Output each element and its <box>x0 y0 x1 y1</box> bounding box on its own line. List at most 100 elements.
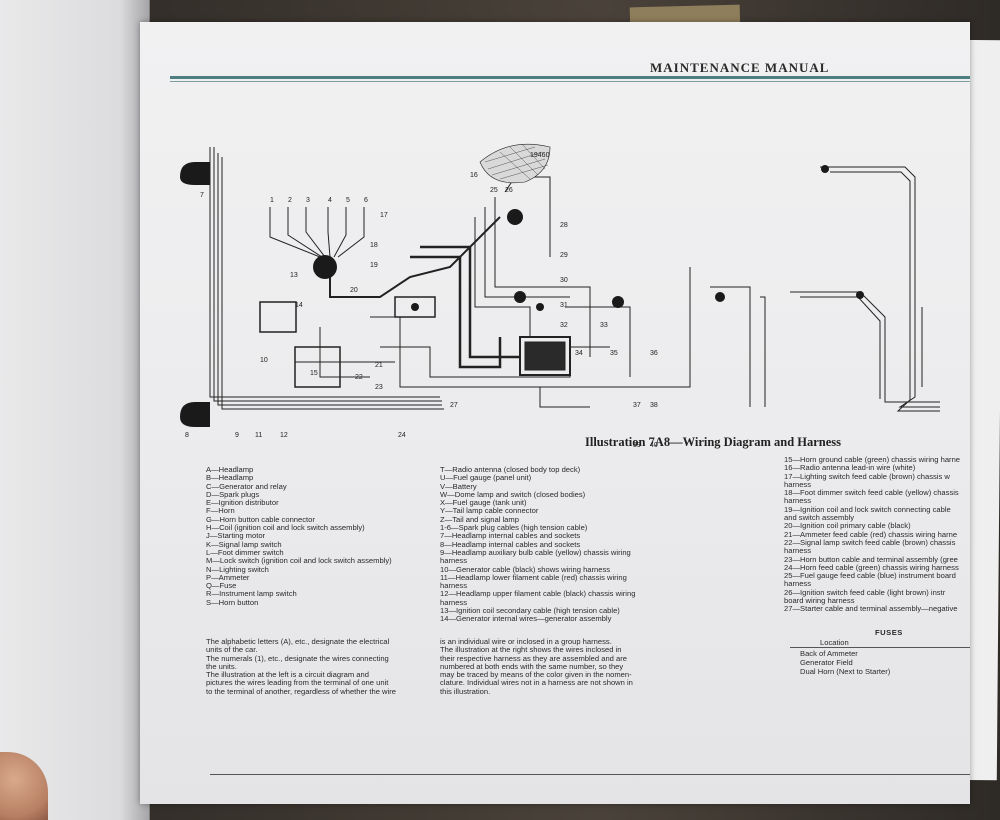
body-line: pictures the wires leading from the term… <box>206 678 389 688</box>
body-line: their respective harness as they are ass… <box>440 653 627 663</box>
legend-item: 24—Horn feed cable (green) chassis wirin… <box>784 562 959 572</box>
legend-item: 16—Radio antenna lead-in wire (white) <box>784 463 916 473</box>
diagram-callout-38: 38 <box>650 402 658 409</box>
legend-item: P—Ammeter <box>206 572 250 582</box>
legend-item: 12—Headlamp upper filament cable (black)… <box>440 589 636 599</box>
explanation-left: The alphabetic letters (A), etc., design… <box>206 637 438 696</box>
diagram-callout-21: 21 <box>375 362 383 369</box>
legend-item: W—Dome lamp and switch (closed bodies) <box>440 489 586 499</box>
diagram-callout-19: 19 <box>370 262 378 269</box>
legend-item: T—Radio antenna (closed body top deck) <box>440 465 581 474</box>
legend-item: M—Lock switch (ignition coil and lock sw… <box>206 556 392 566</box>
legend-item: V—Battery <box>440 481 477 491</box>
body-line: to the terminal of another, regardless o… <box>206 686 396 696</box>
diagram-callout-2: 2 <box>288 197 292 204</box>
diagram-callout-18: 18 <box>370 242 378 249</box>
legend-item: A—Headlamp <box>206 465 254 474</box>
diagram-callout-40: 40 <box>650 442 658 449</box>
legend-item: 20—Ignition coil primary cable (black) <box>784 521 911 531</box>
legend-item: 27—Starter cable and terminal assembly—n… <box>784 604 958 614</box>
body-line: The illustration at the left is a circui… <box>206 670 369 680</box>
header-rule-thin <box>170 81 970 82</box>
diagram-callout-9: 9 <box>235 432 239 439</box>
diagram-callout-20: 20 <box>350 287 358 294</box>
diagram-callout-29: 29 <box>560 252 568 259</box>
legend-item: harness <box>440 597 468 607</box>
legend-item: board wiring harness <box>784 596 855 606</box>
legend-item: harness <box>784 479 812 489</box>
diagram-callout-11: 11 <box>255 432 262 439</box>
diagram-callout-1: 1 <box>270 197 274 204</box>
diagram-callout-10: 10 <box>260 357 268 364</box>
diagram-callout-26: 26 <box>505 187 513 194</box>
legend-item: 22—Signal lamp switch feed cable (brown)… <box>784 537 956 547</box>
legend-item: C—Generator and relay <box>206 481 287 491</box>
diagram-callout-24: 24 <box>398 432 406 439</box>
diagram-callout-27: 27 <box>450 402 458 409</box>
diagram-callout-6: 6 <box>364 197 368 204</box>
legend-item: 13—Ignition coil secondary cable (high t… <box>440 606 620 616</box>
footer-rule <box>210 774 970 775</box>
legend-right: 15—Horn ground cable (green) chassis wir… <box>784 455 970 614</box>
legend-mid: T—Radio antenna (closed body top deck) U… <box>440 465 670 624</box>
body-line: The illustration at the right shows the … <box>440 645 622 655</box>
legend-item: J—Starting motor <box>206 531 266 541</box>
diagram-callout-32: 32 <box>560 322 568 329</box>
left-page <box>0 0 150 820</box>
wiring-diagram: 16 19460 17 18 19 20 13 14 10 15 22 21 2… <box>170 117 970 457</box>
legend-item: 7—Headlamp internal cables and sockets <box>440 531 581 541</box>
fuses-title: FUSES <box>875 628 903 637</box>
legend-item: 17—Lighting switch feed cable (brown) ch… <box>784 471 950 481</box>
diagram-callout-7: 7 <box>200 192 204 199</box>
legend-item: D—Spark plugs <box>206 489 260 499</box>
wiring-diagram-svg: 16 19460 17 18 19 20 13 14 10 15 22 21 2… <box>180 143 940 449</box>
legend-item: Q—Fuse <box>206 581 237 591</box>
legend-item: 26—Ignition switch feed cable (light bro… <box>784 587 946 597</box>
legend-item: harness <box>784 579 812 589</box>
diagram-callout-code: 19460 <box>530 152 550 159</box>
legend-item: H—Coil (ignition coil and lock switch as… <box>206 523 365 533</box>
diagram-callout-23: 23 <box>375 384 383 391</box>
legend-item: G—Horn button cable connector <box>206 514 315 524</box>
diagram-callout-35: 35 <box>610 350 618 357</box>
legend-item: E—Ignition distributor <box>206 498 279 508</box>
diagram-callout-12: 12 <box>280 432 288 439</box>
diagram-callout-15: 15 <box>310 370 318 377</box>
diagram-callout-8: 8 <box>185 432 189 439</box>
body-line: this illustration. <box>440 686 491 696</box>
legend-letters: A—Headlamp B—Headlamp C—Generator and re… <box>206 465 426 607</box>
legend-item: 21—Ammeter feed cable (red) chassis wiri… <box>784 529 958 539</box>
diagram-callout-30: 30 <box>560 277 568 284</box>
manual-page: MAINTENANCE MANUAL <box>140 22 970 804</box>
diagram-callout-37: 37 <box>633 402 641 409</box>
fuses-row: Generator Field <box>800 658 853 667</box>
fuses-row: Back of Ammeter <box>800 649 858 658</box>
fuses-rule <box>790 647 970 648</box>
fuses-location-label: Location <box>820 638 849 647</box>
legend-item: F—Horn <box>206 506 235 516</box>
legend-item: harness <box>784 546 812 556</box>
body-line: clature. Individual wires not in a harne… <box>440 678 633 688</box>
legend-item: and switch assembly <box>784 513 855 523</box>
body-line: The numerals (1), etc., designate the wi… <box>206 653 389 663</box>
fuses-row: Dual Horn (Next to Starter) <box>800 667 891 676</box>
legend-item: L—Foot dimmer switch <box>206 547 284 557</box>
diagram-callout-3: 3 <box>306 197 310 204</box>
diagram-callout-28: 28 <box>560 222 568 229</box>
legend-item: 10—Generator cable (black) shows wiring … <box>440 564 611 574</box>
page-header-title: MAINTENANCE MANUAL <box>650 60 830 75</box>
legend-item: K—Signal lamp switch <box>206 539 282 549</box>
diagram-callout-31: 31 <box>560 302 568 309</box>
legend-item: 15—Horn ground cable (green) chassis wir… <box>784 455 961 464</box>
legend-item: harness <box>440 556 468 566</box>
legend-item: harness <box>440 581 468 591</box>
legend-item: N—Lighting switch <box>206 564 269 574</box>
legend-item: 19—Ignition coil and lock switch connect… <box>784 504 951 514</box>
legend-item: R—Instrument lamp switch <box>206 589 297 599</box>
legend-item: 11—Headlamp lower filament cable (red) c… <box>440 572 627 582</box>
illustration-caption: Illustration 7A8—Wiring Diagram and Harn… <box>585 435 842 449</box>
diagram-callout-36: 36 <box>650 350 658 357</box>
diagram-callout-25: 25 <box>490 187 498 194</box>
body-line: is an individual wire or inclosed in a g… <box>440 637 612 646</box>
legend-item: X—Fuel gauge (tank unit) <box>440 498 527 508</box>
